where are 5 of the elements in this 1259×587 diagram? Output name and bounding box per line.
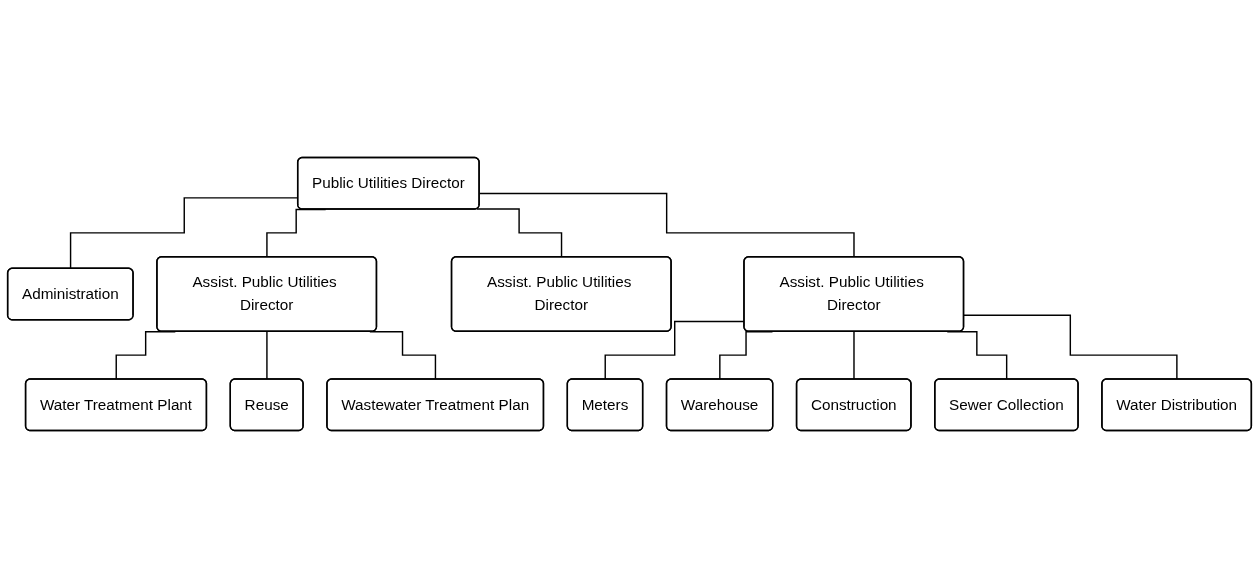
connector (476, 207, 563, 258)
connector (478, 192, 855, 258)
connector (853, 330, 855, 380)
connector (963, 314, 1178, 380)
connector (266, 330, 268, 380)
